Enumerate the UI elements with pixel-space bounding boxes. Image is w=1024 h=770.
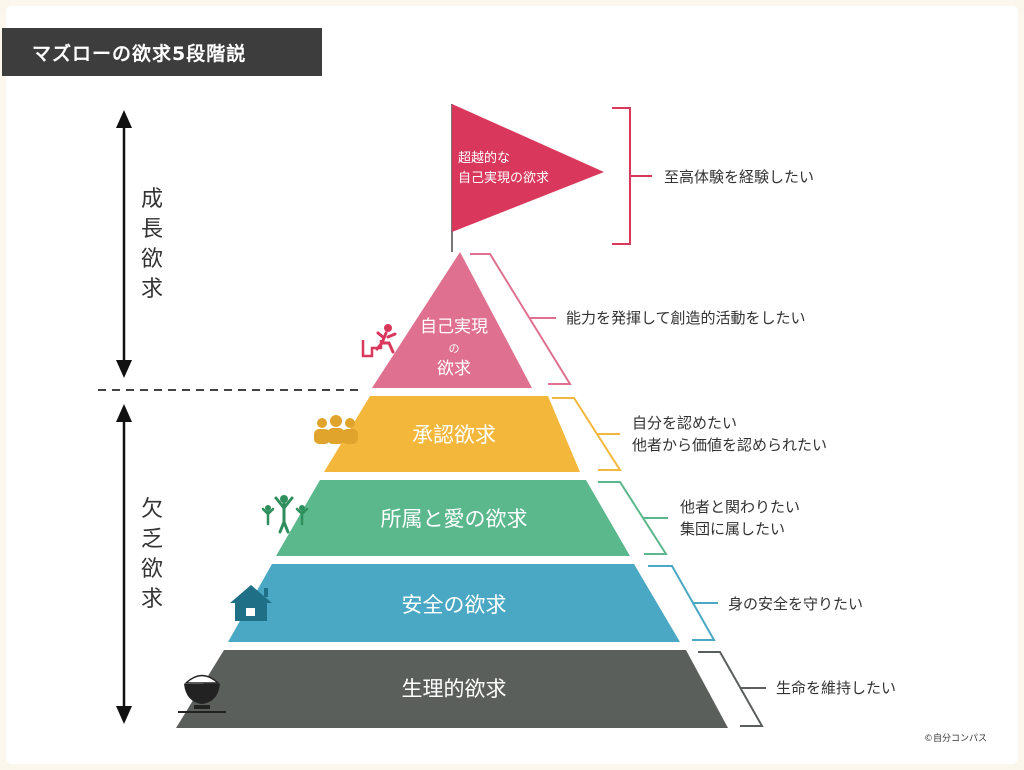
flag [452,104,604,232]
level-5-desire: 生命を維持したい [776,679,896,697]
tier-self-actualization [372,252,532,388]
level-1-name-line2: の [449,342,460,355]
house-icon [230,585,272,621]
rice-bowl-icon [178,674,226,713]
level-1-desire: 能力を発揮して創造的活動をしたい [566,309,806,327]
bracket-level-5 [698,651,766,727]
bracket-level-1 [470,253,572,385]
title-banner: マズローの欲求5段階説 [2,28,322,76]
level-4-name: 安全の欲求 [402,593,507,617]
level-3-desire-line1: 他者と関わりたい [680,498,800,516]
tier-safety [228,564,680,642]
bracket-flag [612,107,652,245]
level-5-name: 生理的欲求 [402,677,507,701]
level-3-desire-line2: 集団に属したい [680,520,785,538]
climbing-person-icon [361,324,397,358]
flag-line2: 自己実現の欲求 [458,170,549,186]
credit: ©自分コンパス [924,732,987,744]
growth-arrow-head-bottom [116,360,132,378]
people-group-icon [314,415,358,444]
page-title: マズローの欲求5段階説 [32,42,247,65]
level-4-desire: 身の安全を守りたい [728,595,863,613]
level-1-name-line3: 欲求 [437,359,471,379]
flag-desire: 至高体験を経験したい [664,168,814,186]
deficiency-label: 欠乏欲求 [141,497,163,612]
level-1-name-line1: 自己実現 [420,317,488,337]
tier-esteem [324,396,580,472]
level-2-desire-line1: 自分を認めたい [632,414,737,432]
bracket-level-4 [648,565,718,641]
bracket-level-3 [598,481,668,555]
level-3-name: 所属と愛の欲求 [381,507,528,531]
deficiency-arrow-head-bottom [116,706,132,724]
level-2-desire-line2: 他者から価値を認められたい [632,436,827,454]
family-icon [261,495,309,534]
flag-line1: 超越的な [458,150,510,166]
bracket-level-2 [552,397,622,471]
tier-physiological [176,650,728,728]
tier-belonging [276,480,630,556]
growth-label: 成長欲求 [141,187,163,302]
growth-arrow-head-top [116,110,132,128]
deficiency-arrow-head-top [116,404,132,422]
level-2-name: 承認欲求 [412,423,496,447]
